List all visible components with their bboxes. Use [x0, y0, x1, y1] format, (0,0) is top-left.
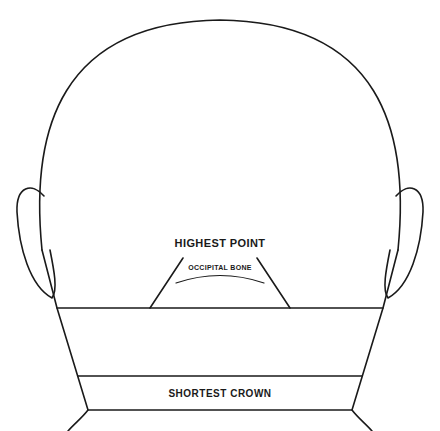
neck-right: [352, 250, 398, 431]
point-label: HIGHEST POINT: [175, 237, 266, 249]
bone-label: OCCIPITAL BONE: [188, 264, 251, 271]
band-bottom: [88, 409, 352, 411]
head-outline: [40, 20, 401, 250]
guide-line-left: [150, 258, 183, 308]
band-top: [78, 375, 362, 377]
occipital-arc: [176, 276, 264, 284]
band-label: SHORTEST CROWN: [168, 388, 271, 399]
neck-left: [42, 250, 88, 431]
hairline-top: [57, 307, 383, 309]
crown-band: SHORTEST CROWN: [162, 385, 277, 402]
guide-line-right: [257, 258, 290, 308]
